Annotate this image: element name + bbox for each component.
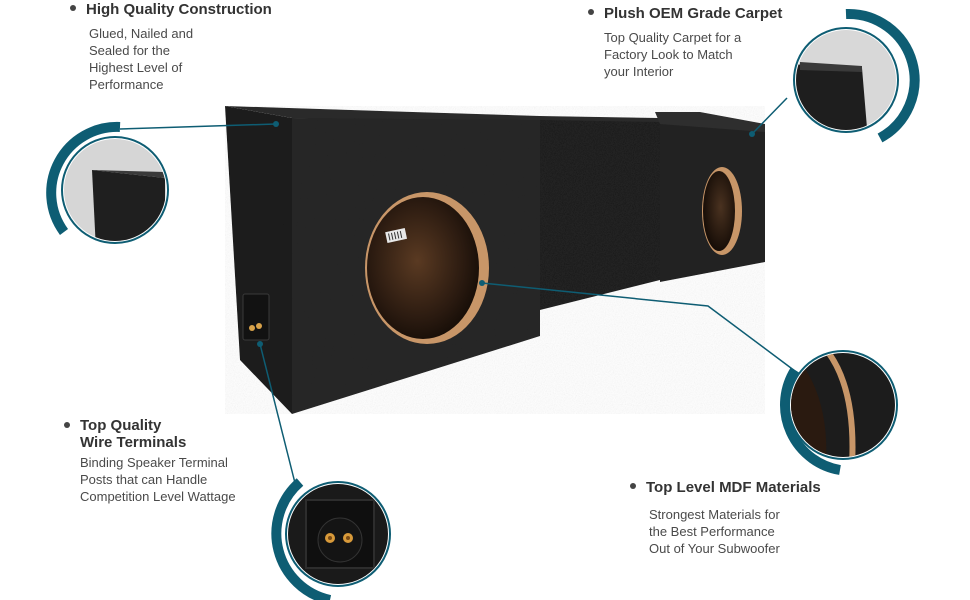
callout-dots	[257, 121, 755, 347]
box-left-side	[225, 106, 292, 414]
box-right-top	[655, 112, 765, 132]
feature-carpet: Plush OEM Grade Carpet Top Quality Carpe…	[588, 5, 782, 80]
feature-construction: High Quality Construction Glued, Nailed …	[70, 1, 272, 93]
terminal-detail-zoom-icon	[271, 478, 391, 600]
carpet-detail-zoom-icon	[793, 8, 920, 143]
terminal-post-a	[249, 325, 255, 331]
feature-carpet-title: Plush OEM Grade Carpet	[588, 5, 782, 22]
terminal-cup	[242, 293, 270, 341]
feature-carpet-desc: Top Quality Carpet for a Factory Look to…	[604, 30, 742, 79]
box-center-section	[540, 120, 660, 310]
feature-mdf-title: Top Level MDF Materials	[630, 479, 821, 496]
feature-terminals: Top Quality Wire Terminals Binding Speak…	[64, 417, 236, 505]
feature-terminals-desc: Binding Speaker Terminal Posts that can …	[80, 455, 236, 504]
subwoofer-box	[225, 106, 765, 414]
mdf-detail-zoom-icon	[780, 350, 898, 475]
feature-mdf-desc: Strongest Materials for the Best Perform…	[649, 507, 780, 556]
hole-sticker	[385, 228, 408, 243]
construction-detail-zoom-icon	[46, 121, 169, 244]
main-speaker-hole	[367, 197, 479, 339]
sticker-barcode	[388, 230, 403, 241]
feature-construction-title: High Quality Construction	[70, 1, 272, 18]
feature-mdf: Top Level MDF Materials Strongest Materi…	[630, 479, 821, 557]
callout-lines	[119, 97, 804, 488]
small-speaker-hole	[703, 171, 735, 251]
feature-construction-desc: Glued, Nailed and Sealed for the Highest…	[89, 26, 194, 92]
feature-terminals-title: Top Quality Wire Terminals	[64, 417, 236, 451]
terminal-post-b	[256, 323, 262, 329]
